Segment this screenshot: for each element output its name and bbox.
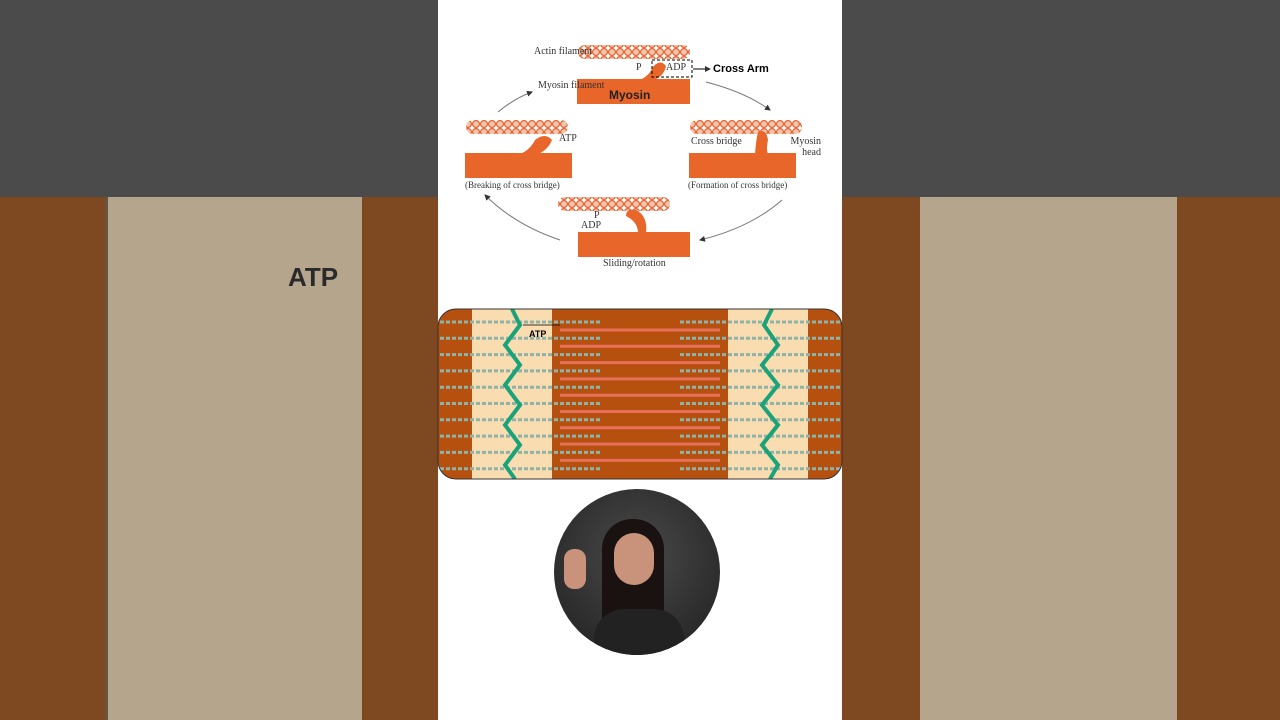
- z-line: [759, 309, 781, 479]
- cross-arm-label: Cross Arm: [713, 63, 769, 75]
- actin-filament: [466, 120, 568, 134]
- actin-filament: [690, 120, 802, 134]
- breaking-caption: (Breaking of cross bridge): [465, 180, 560, 190]
- myosin-filament: [465, 153, 572, 178]
- sliding-caption: Sliding/rotation: [603, 258, 666, 269]
- sarcomere-atp-label: ATP: [529, 329, 547, 339]
- adp-bottom-label: ADP: [581, 220, 602, 231]
- atp-label: ATP: [559, 133, 577, 144]
- myosin-filament: [578, 232, 690, 257]
- actin-filament: [558, 197, 670, 211]
- formation-caption: (Formation of cross bridge): [688, 180, 788, 190]
- blurred-background-right: [842, 0, 1280, 720]
- myosin-label: Myosin: [609, 88, 651, 102]
- myosin-filament: [689, 153, 796, 178]
- blurred-background-left: ATP: [0, 0, 438, 720]
- actin-filament: [578, 45, 690, 59]
- myosin-head: [640, 62, 666, 80]
- sarcomere-band: [437, 308, 843, 480]
- p-label: P: [636, 62, 642, 73]
- background-atp-label: ATP: [288, 262, 339, 292]
- cross-bridge-label: Cross bridge: [691, 136, 742, 147]
- presenter-avatar: [554, 489, 720, 655]
- adp-label: ADP: [666, 62, 687, 73]
- z-line: [502, 309, 523, 479]
- myosin-filament: [577, 79, 690, 104]
- actin-filament-label: Actin filament: [534, 46, 593, 57]
- myosin-filament-label: Myosin filament: [538, 80, 605, 91]
- p-bottom-label: P: [594, 210, 600, 221]
- myosin-head-label: Myosin head: [790, 136, 821, 158]
